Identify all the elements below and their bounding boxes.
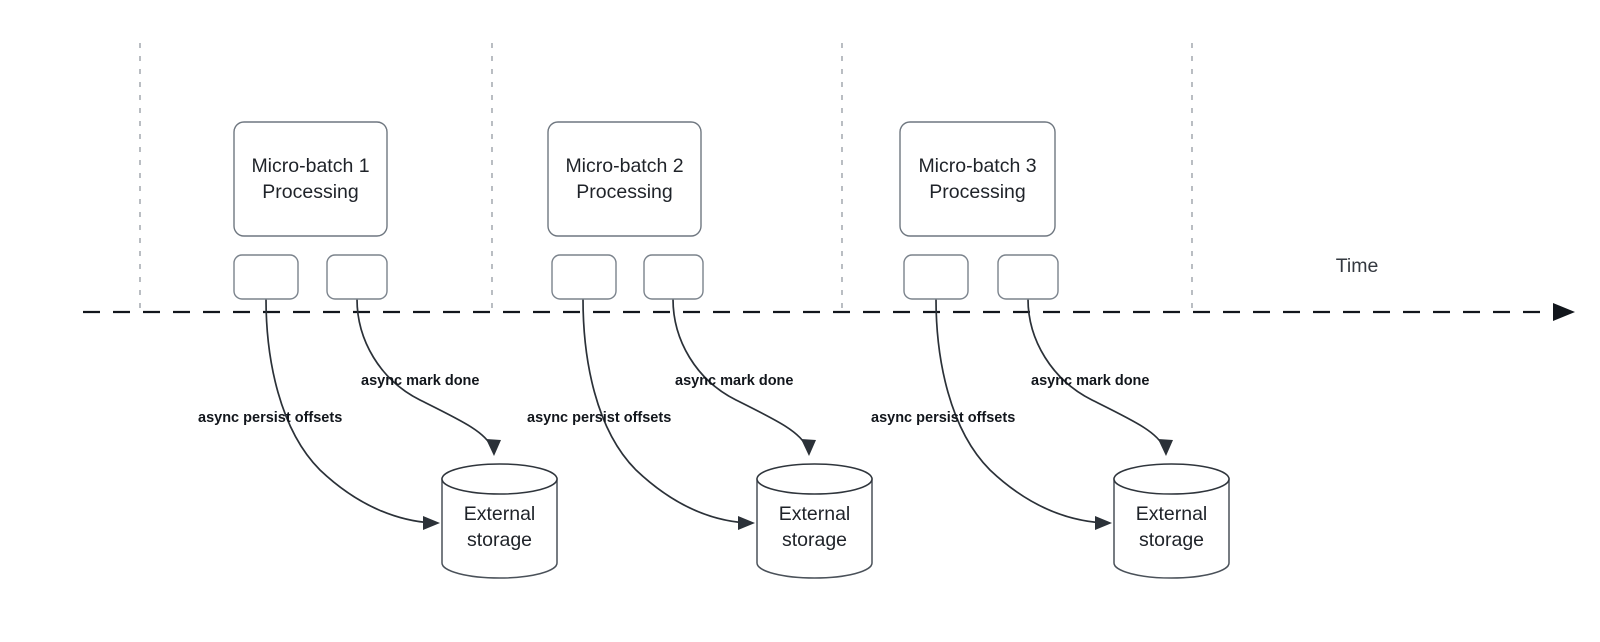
async-persist-offsets-3-arrowhead-icon bbox=[1095, 516, 1112, 530]
time-axis-arrowhead-icon bbox=[1553, 303, 1575, 321]
micro-batch-2-storage-cylinder-body[interactable] bbox=[756, 478, 873, 579]
micro-batch-3-storage-cylinder-body[interactable] bbox=[1113, 478, 1230, 579]
micro-batch-2-storage-label-line2: storage bbox=[782, 529, 847, 551]
micro-batch-2-label-line2: Processing bbox=[576, 181, 672, 203]
async-persist-offsets-3-label: async persist offsets bbox=[871, 410, 1015, 426]
micro-batch-1-storage-label-line2: storage bbox=[467, 529, 532, 551]
async-persist-offsets-1-arrowhead-icon bbox=[423, 516, 440, 530]
task-box-3b[interactable] bbox=[997, 254, 1059, 300]
async-mark-done-2-label: async mark done bbox=[675, 373, 793, 389]
micro-batch-1-label-line2: Processing bbox=[262, 181, 358, 203]
async-mark-done-3-path bbox=[1027, 298, 1165, 449]
async-mark-done-2-arrowhead-icon bbox=[801, 439, 816, 456]
async-mark-done-2-path bbox=[672, 298, 808, 449]
micro-batch-3-box[interactable] bbox=[899, 121, 1056, 237]
batch-boundary-group bbox=[139, 43, 1193, 313]
flow-edges-group bbox=[265, 298, 1173, 530]
async-persist-offsets-3-path bbox=[935, 298, 1105, 524]
async-persist-offsets-2-path bbox=[582, 298, 748, 524]
async-mark-done-1-label: async mark done bbox=[361, 373, 479, 389]
micro-batch-3-label-line1: Micro-batch 3 bbox=[918, 155, 1036, 177]
micro-batch-1-label-line1: Micro-batch 1 bbox=[251, 155, 369, 177]
edge-labels-group: async persist offsets async mark done asyn… bbox=[198, 373, 1149, 426]
async-persist-offsets-2-arrowhead-icon bbox=[738, 516, 755, 530]
async-persist-offsets-2-label: async persist offsets bbox=[527, 410, 671, 426]
time-axis-group: Time bbox=[83, 255, 1575, 321]
async-mark-done-1-arrowhead-icon bbox=[486, 439, 501, 456]
micro-batch-1-storage-label-line1: External bbox=[464, 503, 536, 525]
micro-batch-3-storage-label-line2: storage bbox=[1139, 529, 1204, 551]
micro-batch-2-storage-label-line1: External bbox=[779, 503, 851, 525]
task-box-1b[interactable] bbox=[326, 254, 388, 300]
micro-batch-2-label-line1: Micro-batch 2 bbox=[565, 155, 683, 177]
async-persist-offsets-1-label: async persist offsets bbox=[198, 410, 342, 426]
async-persist-offsets-1-path bbox=[265, 298, 433, 524]
micro-batch-2-box[interactable] bbox=[547, 121, 702, 237]
micro-batch-3-label-line2: Processing bbox=[929, 181, 1025, 203]
micro-batch-1-storage-cylinder-top bbox=[441, 463, 558, 495]
micro-batch-1-box[interactable] bbox=[233, 121, 388, 237]
task-box-3a[interactable] bbox=[903, 254, 969, 300]
task-box-2b[interactable] bbox=[643, 254, 704, 300]
micro-batch-3-storage-label-line1: External bbox=[1136, 503, 1208, 525]
task-box-2a[interactable] bbox=[551, 254, 617, 300]
async-mark-done-1-path bbox=[356, 298, 493, 449]
task-box-1a[interactable] bbox=[233, 254, 299, 300]
time-axis-label: Time bbox=[1336, 255, 1379, 277]
micro-batch-1-storage-cylinder-body[interactable] bbox=[441, 478, 558, 579]
micro-batch-2-storage-cylinder-top bbox=[756, 463, 873, 495]
async-mark-done-3-label: async mark done bbox=[1031, 373, 1149, 389]
async-mark-done-3-arrowhead-icon bbox=[1158, 439, 1173, 456]
micro-batch-3-storage-cylinder-top bbox=[1113, 463, 1230, 495]
